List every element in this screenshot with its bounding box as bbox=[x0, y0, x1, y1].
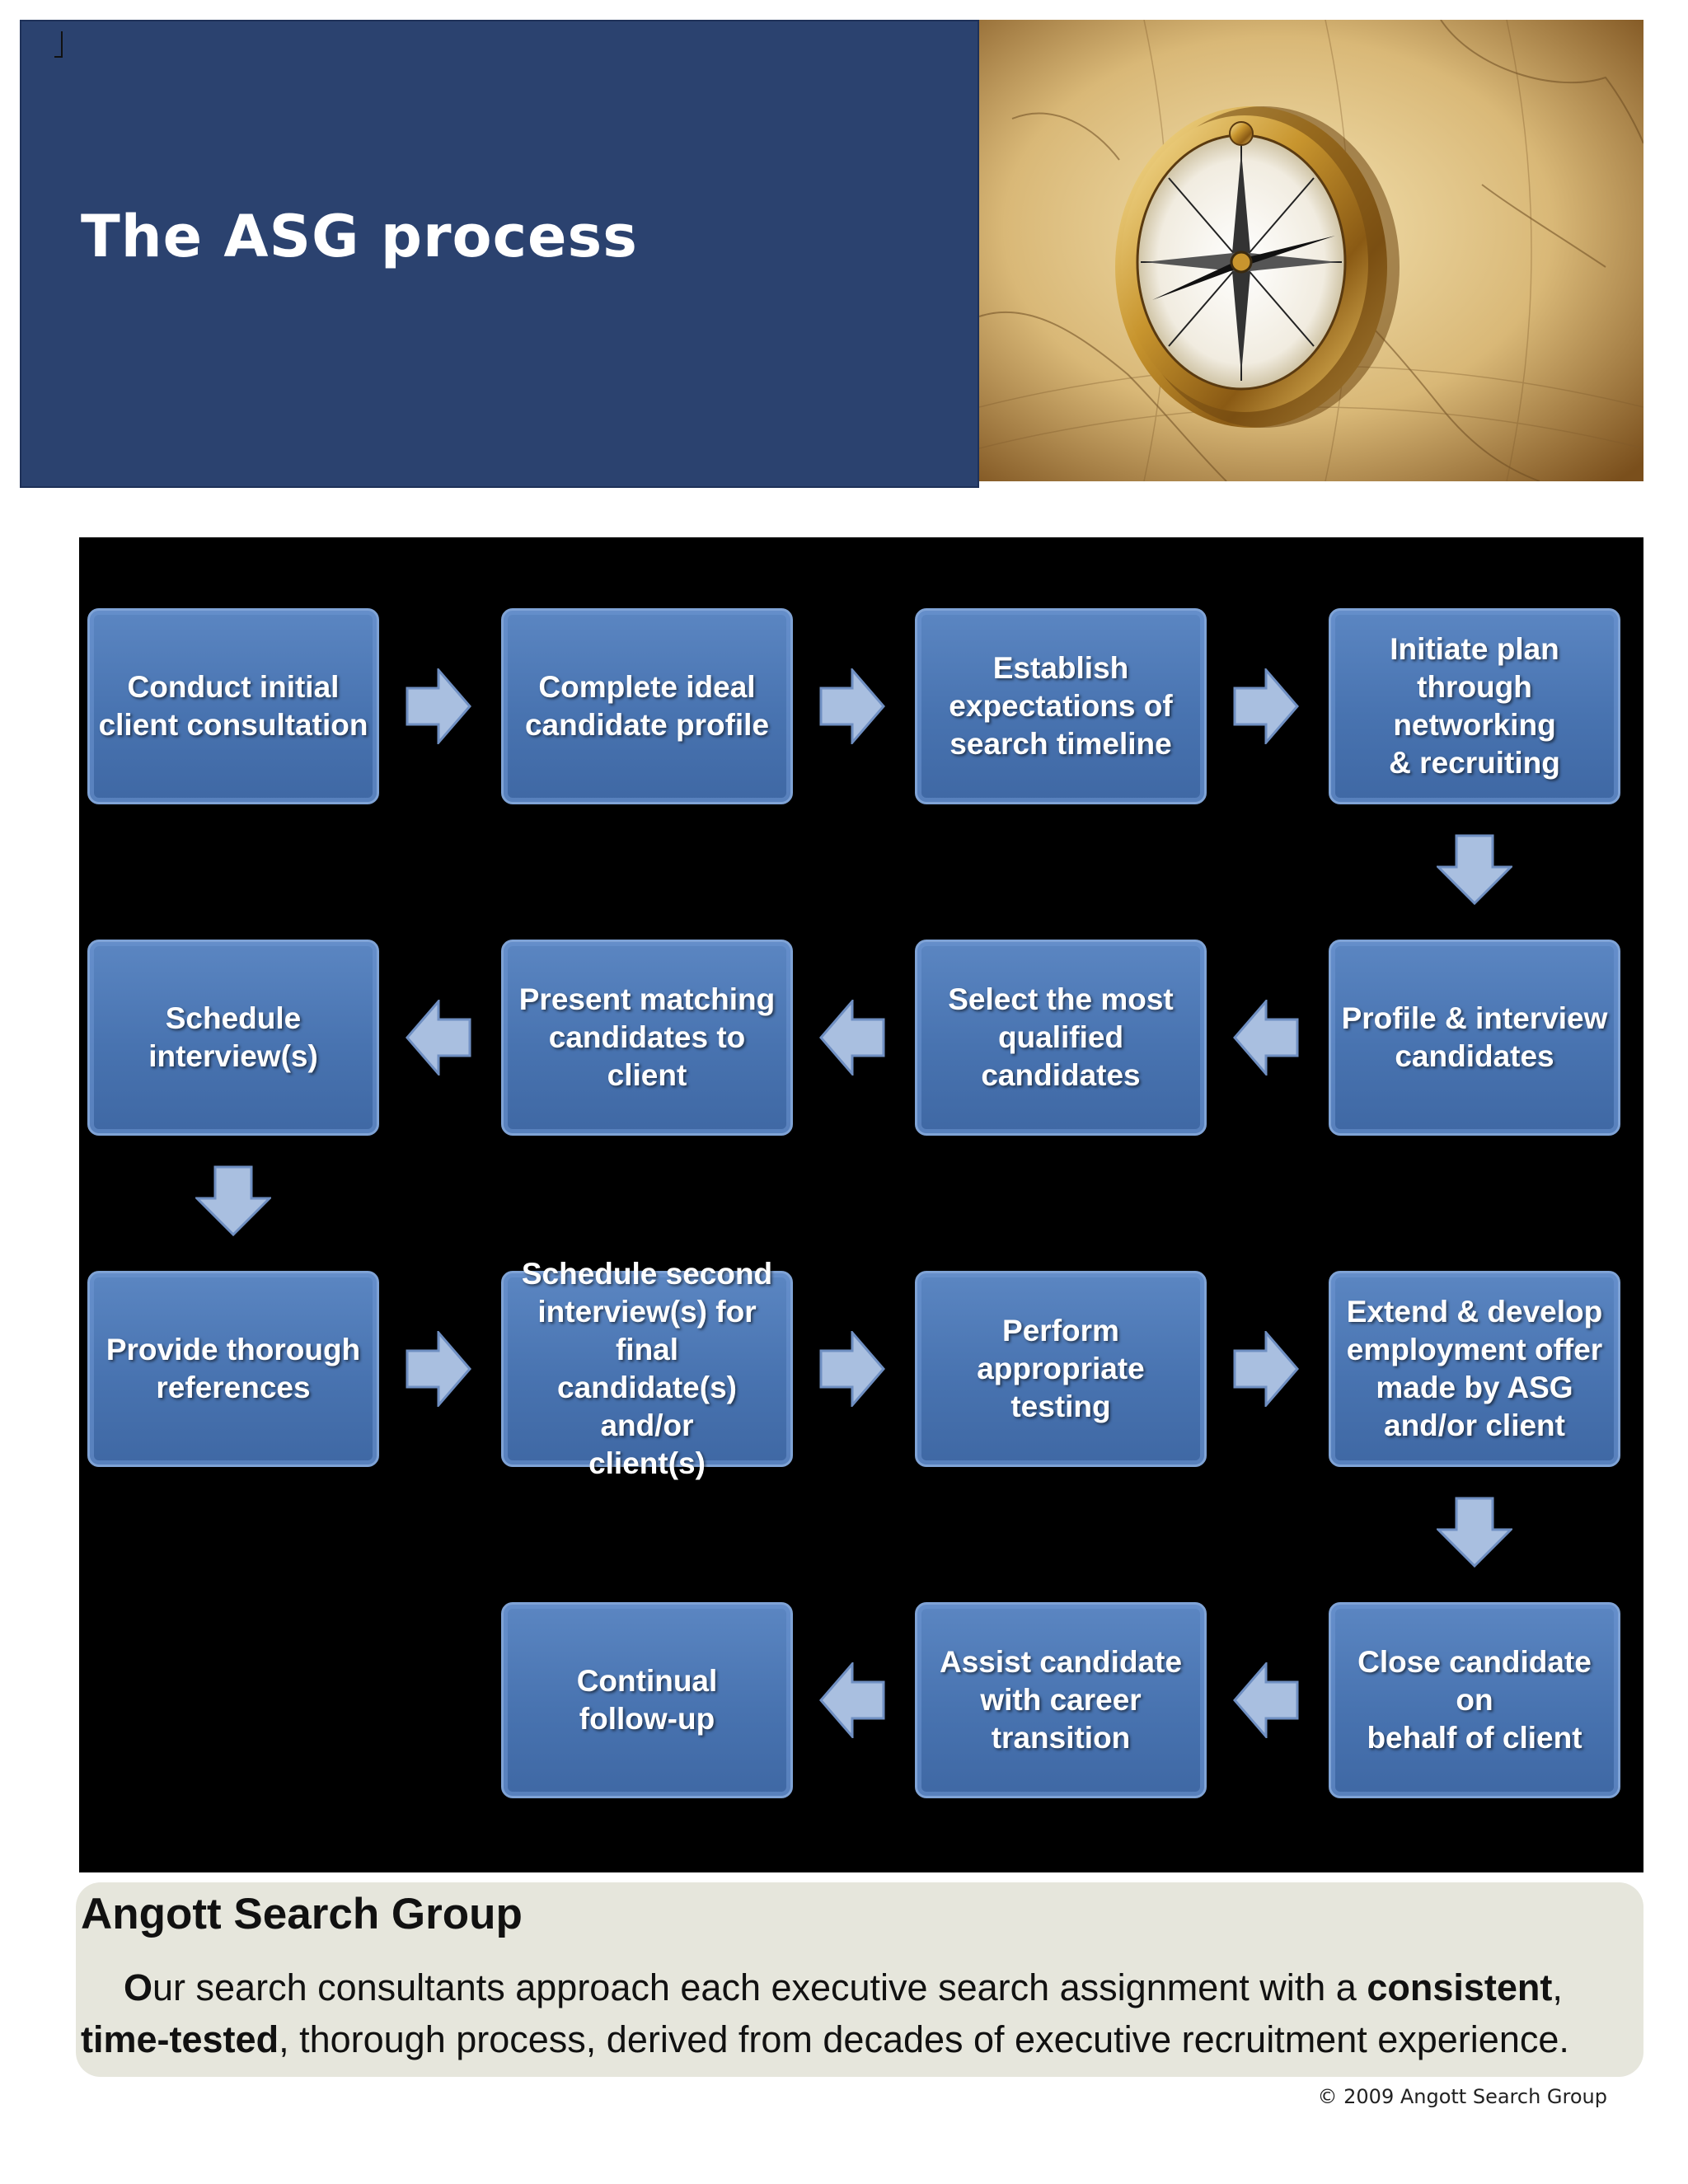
step-assist-transition: Assist candidate with career transition bbox=[915, 1602, 1207, 1798]
step-label: Present matching candidates to client bbox=[518, 982, 776, 1092]
company-name: Angott Search Group bbox=[81, 1890, 523, 1938]
arrow-left-icon bbox=[1233, 1000, 1299, 1076]
step-profile-interview-candidates: Profile & interview candidates bbox=[1329, 940, 1620, 1136]
step-initiate-plan: Initiate plan through networking & recru… bbox=[1329, 608, 1620, 804]
step-label: Schedule second interview(s) for final c… bbox=[521, 1257, 773, 1480]
header-banner: The ASG process bbox=[20, 20, 979, 488]
step-label: Profile & interview candidates bbox=[1341, 1001, 1608, 1073]
step-close-candidate: Close candidate on behalf of client bbox=[1329, 1602, 1620, 1798]
step-continual-follow-up: Continual follow-up bbox=[501, 1602, 793, 1798]
arrow-left-icon bbox=[1233, 1662, 1299, 1738]
drop-letter: O bbox=[124, 1966, 153, 2008]
step-label: Extend & develop employment offer made b… bbox=[1346, 1295, 1603, 1442]
step-label: Assist candidate with career transition bbox=[939, 1645, 1183, 1755]
page-title: The ASG process bbox=[81, 203, 638, 270]
arrow-right-icon bbox=[819, 1331, 885, 1407]
step-present-matching-candidates: Present matching candidates to client bbox=[501, 940, 793, 1136]
arrow-left-icon bbox=[406, 1000, 471, 1076]
company-info-box: Angott Search Group Our search consultan… bbox=[76, 1882, 1643, 2077]
step-label: Establish expectations of search timelin… bbox=[949, 651, 1173, 761]
step-schedule-interviews: Schedule interview(s) bbox=[87, 940, 379, 1136]
corner-mark bbox=[54, 31, 63, 58]
step-label: Conduct initial client consultation bbox=[98, 670, 368, 742]
step-select-qualified-candidates: Select the most qualified candidates bbox=[915, 940, 1207, 1136]
arrow-right-icon bbox=[406, 668, 471, 744]
arrow-right-icon bbox=[1233, 668, 1299, 744]
arrow-right-icon bbox=[1233, 1331, 1299, 1407]
step-complete-candidate-profile: Complete ideal candidate profile bbox=[501, 608, 793, 804]
arrow-down-icon bbox=[1437, 1497, 1512, 1568]
step-label: Initiate plan through networking & recru… bbox=[1389, 632, 1560, 780]
arrow-down-icon bbox=[195, 1165, 271, 1236]
copyright-notice: © 2009 Angott Search Group bbox=[1317, 2085, 1607, 2108]
step-label: Select the most qualified candidates bbox=[948, 982, 1174, 1092]
description-emphasis: consistent bbox=[1367, 1966, 1553, 2008]
step-label: Provide thorough references bbox=[106, 1333, 361, 1404]
description-text: ur search consultants approach each exec… bbox=[152, 1966, 1367, 2008]
step-label: Complete ideal candidate profile bbox=[524, 670, 770, 742]
process-flowchart: Conduct initial client consultation Comp… bbox=[79, 537, 1643, 1872]
arrow-right-icon bbox=[819, 668, 885, 744]
step-label: Perform appropriate testing bbox=[977, 1314, 1145, 1423]
compass-icon bbox=[979, 20, 1643, 481]
description-text: , thorough process, derived from decades… bbox=[279, 2018, 1569, 2060]
compass-map-image bbox=[979, 20, 1643, 481]
company-description: Our search consultants approach each exe… bbox=[81, 1961, 1639, 2065]
step-extend-offer: Extend & develop employment offer made b… bbox=[1329, 1271, 1620, 1467]
step-conduct-initial-consultation: Conduct initial client consultation bbox=[87, 608, 379, 804]
step-schedule-second-interview: Schedule second interview(s) for final c… bbox=[501, 1257, 793, 1480]
step-provide-references: Provide thorough references bbox=[87, 1271, 379, 1467]
description-emphasis: time-tested bbox=[81, 2018, 279, 2060]
step-label: Close candidate on behalf of client bbox=[1357, 1645, 1592, 1755]
arrow-left-icon bbox=[819, 1000, 885, 1076]
step-label: Schedule interview(s) bbox=[148, 1001, 318, 1073]
step-establish-expectations: Establish expectations of search timelin… bbox=[915, 608, 1207, 804]
description-text: , bbox=[1552, 1966, 1563, 2008]
step-perform-testing: Perform appropriate testing bbox=[915, 1271, 1207, 1467]
arrow-down-icon bbox=[1437, 834, 1512, 905]
arrow-right-icon bbox=[406, 1331, 471, 1407]
step-label: Continual follow-up bbox=[576, 1664, 718, 1736]
arrow-left-icon bbox=[819, 1662, 885, 1738]
